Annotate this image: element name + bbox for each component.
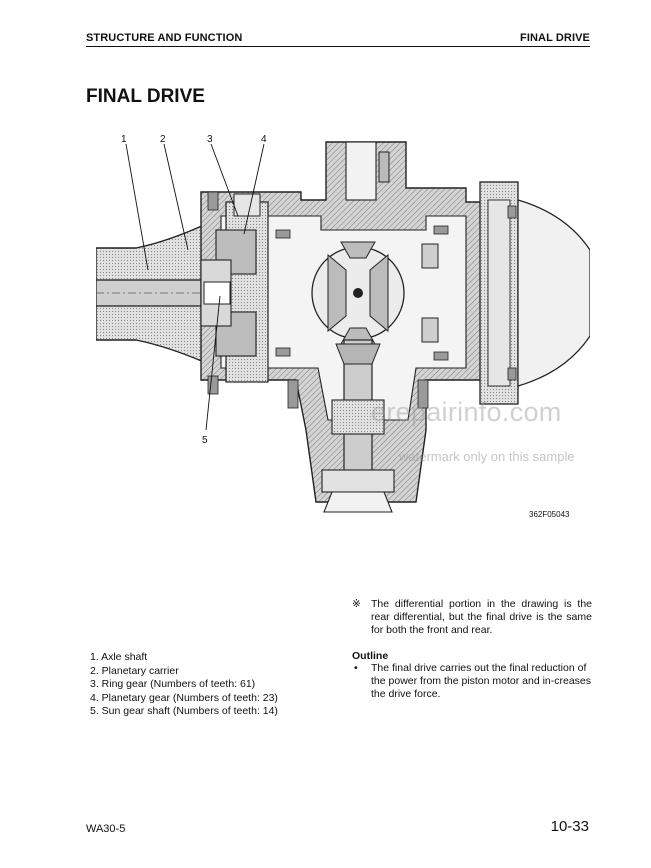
cross-section-svg: 1 2 3 4 5 — [96, 134, 590, 513]
watermark-site: erepairinfo.com — [371, 397, 562, 427]
outline-heading: Outline — [352, 650, 389, 662]
outline-bullet: • — [354, 662, 358, 674]
footer-model: WA30-5 — [86, 823, 126, 835]
header-rule — [86, 46, 590, 47]
callout-3: 3 — [207, 134, 213, 145]
callout-2: 2 — [160, 134, 166, 145]
outline-item: • The final drive carries out the final … — [352, 662, 592, 701]
page-title: FINAL DRIVE — [86, 86, 205, 107]
parts-list: 1. Axle shaft 2. Planetary carrier 3. Ri… — [90, 651, 278, 719]
figure-code: 362F05043 — [529, 510, 570, 519]
header-topic-title: FINAL DRIVE — [520, 32, 590, 44]
footer-page-number: 10-33 — [550, 818, 589, 835]
header-section-title: STRUCTURE AND FUNCTION — [86, 32, 243, 44]
drawing-note: ※ The differential portion in the drawin… — [352, 598, 592, 637]
parts-list-item: 5. Sun gear shaft (Numbers of teeth: 14) — [90, 705, 278, 717]
callout-4: 4 — [261, 134, 267, 145]
note-text: The differential portion in the drawing … — [371, 598, 592, 636]
parts-list-item: 1. Axle shaft — [90, 651, 148, 663]
parts-list-item: 2. Planetary carrier — [90, 664, 179, 677]
outline-text: The final drive carries out the final re… — [371, 662, 592, 700]
parts-list-item: 3. Ring gear (Numbers of teeth: 61) — [90, 678, 256, 690]
note-mark: ※ — [352, 598, 361, 610]
parts-list-item: 4. Planetary gear (Numbers of teeth: 23) — [90, 691, 278, 704]
watermark-sample: watermark only on this sample — [399, 449, 575, 464]
hub-flange — [517, 199, 590, 387]
sun-gear-shaft — [203, 281, 231, 305]
callout-5: 5 — [202, 435, 208, 446]
callout-1: 1 — [121, 134, 127, 145]
final-drive-cross-section-drawing: 1 2 3 4 5 — [96, 130, 590, 520]
